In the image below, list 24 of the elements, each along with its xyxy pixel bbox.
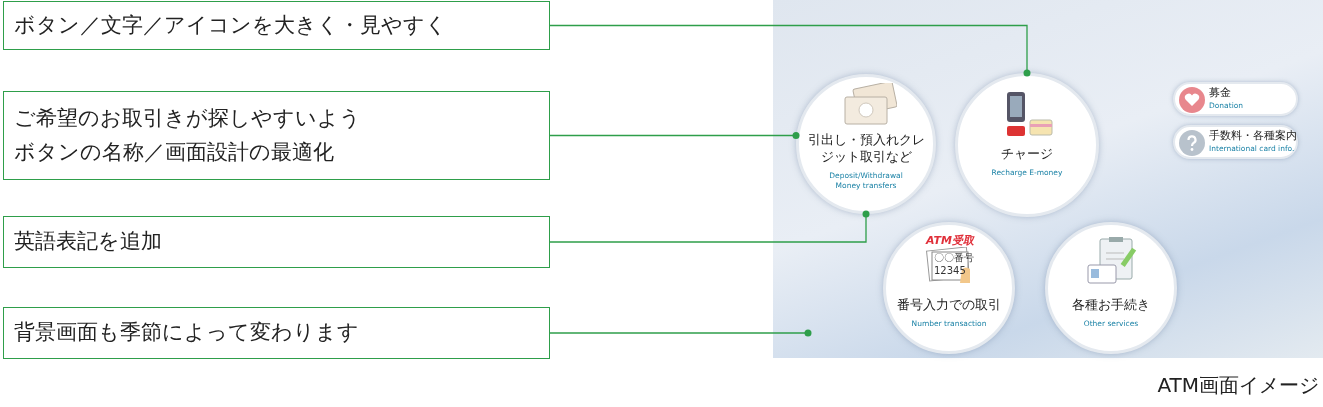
leader-line bbox=[549, 329, 812, 337]
form-text: 〇〇番号 bbox=[934, 252, 974, 265]
menu-title: 手数料・各種案内 bbox=[1209, 129, 1297, 144]
callout-text: ご希望のお取引きが探しやすいようボタンの名称／画面設計の最適化 bbox=[14, 104, 362, 166]
icon-caption: ATM受取 bbox=[926, 233, 974, 248]
menu-title: 募金 bbox=[1209, 86, 1231, 101]
callout-box bbox=[3, 91, 550, 180]
callout-box bbox=[3, 216, 550, 268]
caption: ATM画面イメージ bbox=[1157, 372, 1319, 399]
menu-title: 各種お手続き bbox=[1072, 296, 1150, 313]
menu-title: 番号入力での取引 bbox=[897, 296, 1001, 313]
callout-text: 英語表記を追加 bbox=[14, 228, 162, 256]
callout-text: ボタン／文字／アイコンを大きく・見やすく bbox=[14, 11, 447, 39]
leader-line bbox=[549, 24, 1031, 77]
leader-line bbox=[549, 210, 870, 243]
atm-screen-picture bbox=[773, 0, 1323, 358]
callout-box bbox=[3, 1, 550, 50]
menu-pill bbox=[1173, 82, 1298, 116]
leader-line bbox=[549, 132, 800, 139]
callout-text: 背景画面も季節によって変わります bbox=[14, 319, 359, 347]
menu-title: 引出し・預入れクレジット取引など bbox=[807, 132, 925, 165]
menu-title: チャージ bbox=[1001, 145, 1053, 162]
callout-box bbox=[3, 307, 550, 359]
menu-pill bbox=[1173, 125, 1298, 159]
